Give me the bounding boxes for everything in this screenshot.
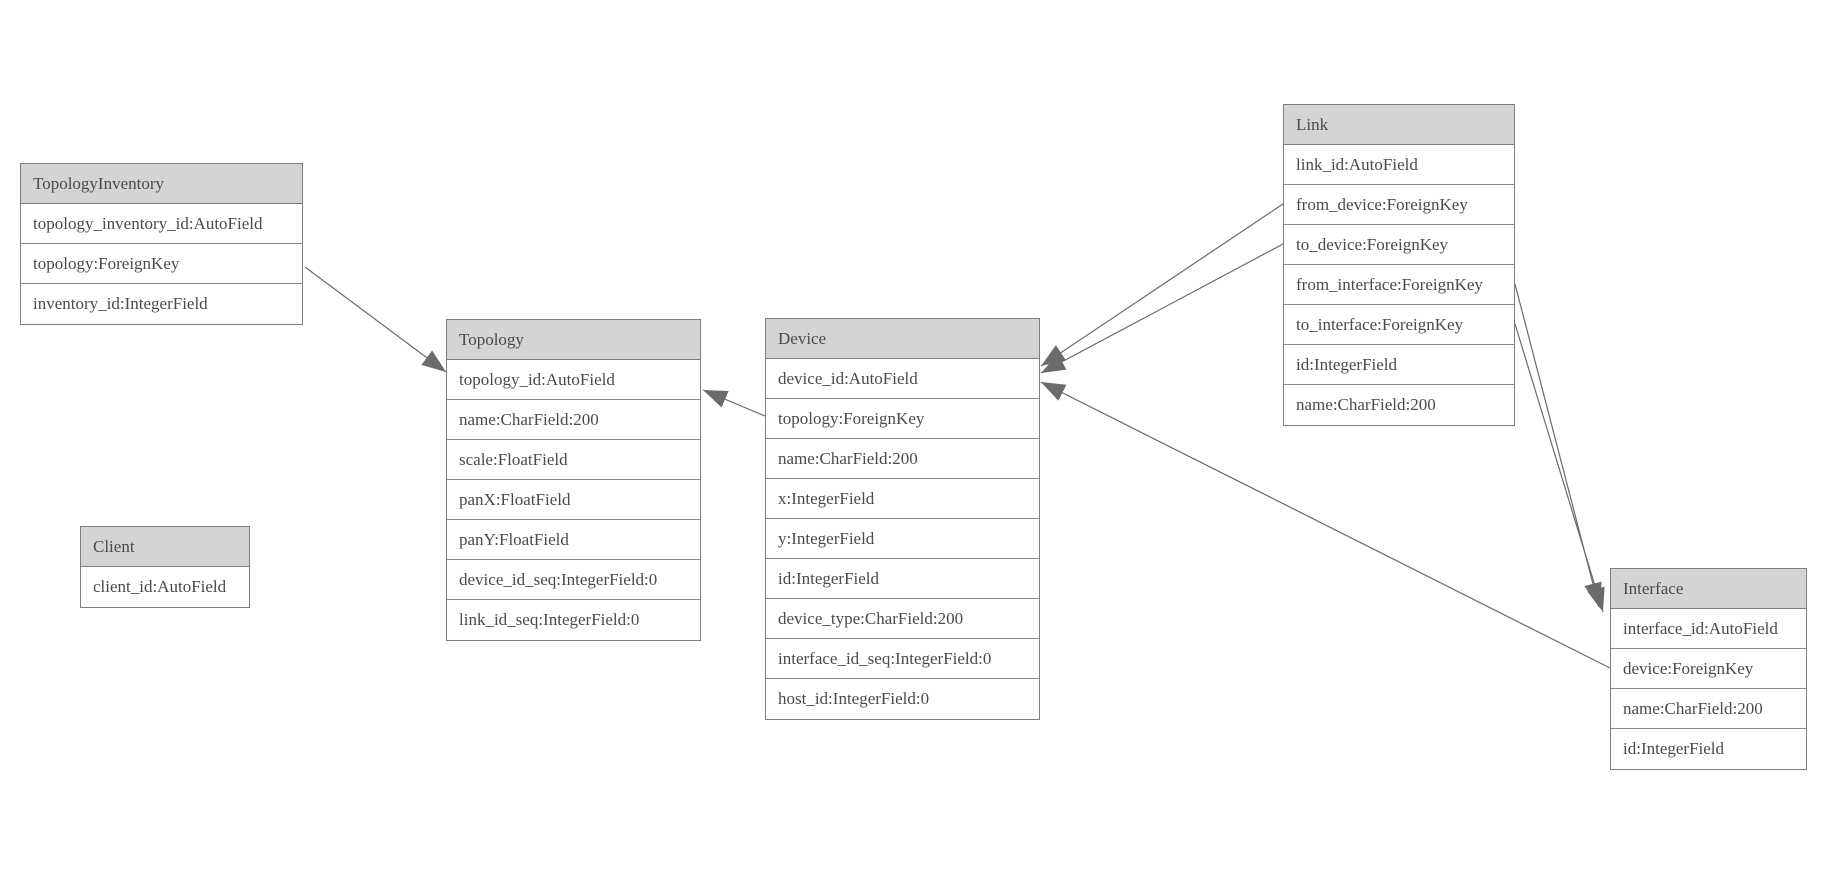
field-row: id:IntegerField [1284,345,1514,385]
entity-device-title: Device [766,319,1039,359]
field-row: from_device:ForeignKey [1284,185,1514,225]
field-row: topology:ForeignKey [21,244,302,284]
field-row: host_id:IntegerField:0 [766,679,1039,719]
field-row: scale:FloatField [447,440,700,480]
field-row: x:IntegerField [766,479,1039,519]
field-row: interface_id_seq:IntegerField:0 [766,639,1039,679]
field-row: device_id_seq:IntegerField:0 [447,560,700,600]
field-row: from_interface:ForeignKey [1284,265,1514,305]
field-row: topology_inventory_id:AutoField [21,204,302,244]
field-row: inventory_id:IntegerField [21,284,302,324]
edge-device-topology [702,389,766,417]
field-row: link_id:AutoField [1284,145,1514,185]
edge-link-todevice-device [1040,243,1284,374]
field-row: to_device:ForeignKey [1284,225,1514,265]
entity-interface-title: Interface [1611,569,1806,609]
entity-device: Device device_id:AutoField topology:Fore… [765,318,1040,720]
field-row: device_id:AutoField [766,359,1039,399]
field-row: panY:FloatField [447,520,700,560]
field-row: name:CharField:200 [447,400,700,440]
field-row: topology_id:AutoField [447,360,700,400]
field-row: name:CharField:200 [766,439,1039,479]
entity-topology-title: Topology [447,320,700,360]
field-row: id:IntegerField [1611,729,1806,769]
entity-topologyinventory-title: TopologyInventory [21,164,302,204]
entity-interface: Interface interface_id:AutoField device:… [1610,568,1807,770]
entity-client: Client client_id:AutoField [80,526,250,608]
field-row: y:IntegerField [766,519,1039,559]
entity-topologyinventory: TopologyInventory topology_inventory_id:… [20,163,303,325]
field-row: name:CharField:200 [1284,385,1514,425]
field-row: to_interface:ForeignKey [1284,305,1514,345]
field-row: link_id_seq:IntegerField:0 [447,600,700,640]
field-row: interface_id:AutoField [1611,609,1806,649]
edge-link-tointerface-interface [1514,323,1605,613]
field-row: id:IntegerField [766,559,1039,599]
edge-topologyinventory-topology [304,266,447,373]
entity-link: Link link_id:AutoField from_device:Forei… [1283,104,1515,426]
field-row: panX:FloatField [447,480,700,520]
field-row: device:ForeignKey [1611,649,1806,689]
field-row: name:CharField:200 [1611,689,1806,729]
entity-client-title: Client [81,527,249,567]
entity-topology: Topology topology_id:AutoField name:Char… [446,319,701,641]
entity-link-title: Link [1284,105,1514,145]
edge-link-fromdevice-device [1040,203,1284,367]
field-row: device_type:CharField:200 [766,599,1039,639]
field-row: topology:ForeignKey [766,399,1039,439]
field-row: client_id:AutoField [81,567,249,607]
edge-interface-device [1040,381,1611,669]
